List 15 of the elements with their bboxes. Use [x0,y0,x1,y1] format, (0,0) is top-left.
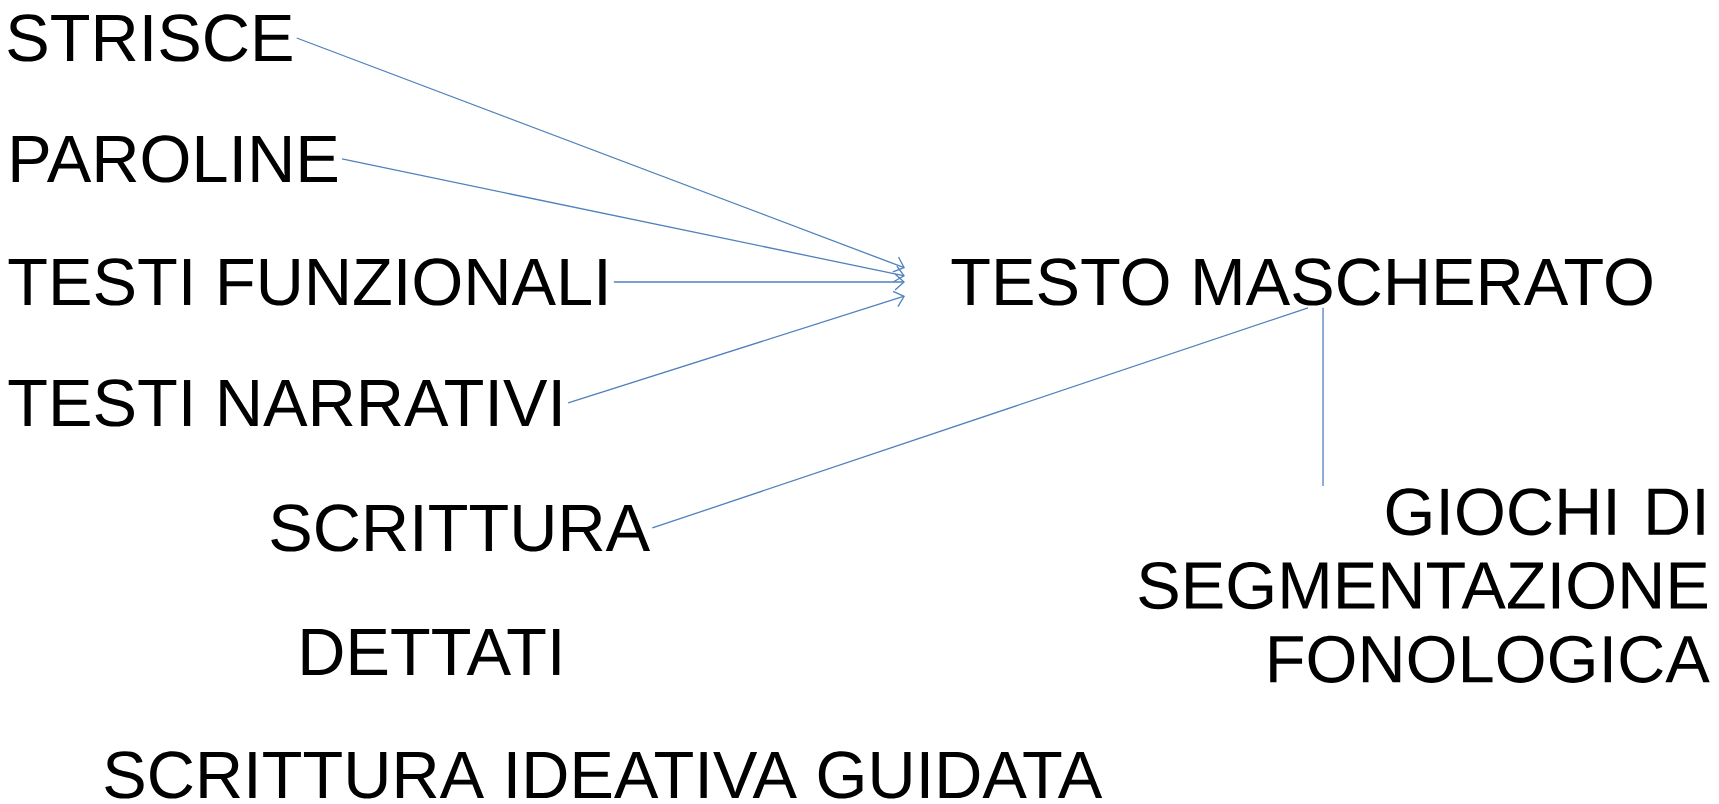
text-label: STRISCE [8,14,292,62]
text-label: TESTO MASCHERATO [951,258,1652,306]
arrow [613,273,905,291]
arrow [341,158,905,283]
text-label: PAROLINE [12,135,337,183]
text-label: TESTI FUNZIONALI [8,258,606,306]
text-label: GIOCHI DI SEGMENTAZIONE FONOLOGICA [1139,488,1710,683]
arrow [567,290,905,404]
text-label: TESTI NARRATIVI [8,379,560,427]
connector-line [651,307,1309,529]
text-label: SCRITTURA [271,504,650,552]
text-label: SCRITTURA IDEATIVA GUIDATA [105,751,1103,799]
arrow [296,37,905,273]
connector-line [1322,307,1324,487]
text-label: DETTATI [302,629,560,675]
